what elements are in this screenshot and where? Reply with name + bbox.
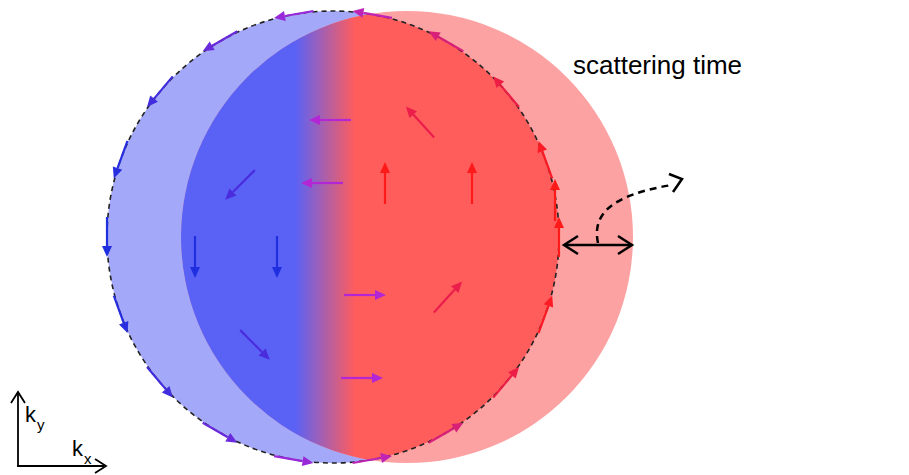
axis-label: k xyxy=(72,438,83,460)
axis-subscript: y xyxy=(37,417,45,432)
spin-arrow xyxy=(320,119,351,121)
spin-arrowhead xyxy=(493,76,504,88)
overlap-region xyxy=(181,11,633,463)
spin-arrowhead xyxy=(467,162,477,173)
spin-arrowhead xyxy=(380,453,392,463)
spin-arrow xyxy=(341,377,372,379)
spin-arrowhead xyxy=(309,115,320,125)
spin-arrow xyxy=(285,11,314,16)
spin-arrow xyxy=(363,13,392,18)
spin-arrowhead xyxy=(406,106,417,118)
spin-arrowhead xyxy=(429,31,441,41)
spin-arrowhead xyxy=(508,367,519,379)
leader-arrow xyxy=(597,174,682,243)
spin-arrow xyxy=(542,151,552,178)
spin-arrow xyxy=(344,294,375,296)
spin-arrow xyxy=(274,456,303,461)
spin-arrowhead xyxy=(147,95,158,107)
spin-arrowhead xyxy=(190,267,200,278)
spin-arrowhead xyxy=(203,41,215,51)
spin-arrowhead xyxy=(102,246,112,257)
spin-arrowhead xyxy=(259,349,270,360)
spin-arrow xyxy=(106,217,108,246)
spin-arrow xyxy=(558,228,560,257)
spin-arrowhead xyxy=(225,189,236,200)
k-axes xyxy=(11,392,106,473)
spin-texture xyxy=(102,8,564,466)
spin-arrow xyxy=(493,375,512,397)
spin-arrow xyxy=(539,306,549,333)
spin-arrowhead xyxy=(119,321,128,333)
spin-arrowhead xyxy=(301,178,312,188)
spin-arrowhead xyxy=(451,281,462,293)
spin-arrowhead xyxy=(538,141,547,153)
spin-arrowhead xyxy=(544,296,553,308)
spin-arrowhead xyxy=(550,179,560,190)
spin-arrow xyxy=(438,37,463,52)
spin-arrowhead xyxy=(225,433,237,443)
spin-arrow xyxy=(276,236,278,267)
spin-arrowhead xyxy=(113,166,122,178)
spin-arrow xyxy=(203,423,228,438)
spin-arrow xyxy=(147,367,166,389)
spin-arrow xyxy=(384,173,386,204)
spin-arrowhead xyxy=(375,290,386,300)
axis-label: k xyxy=(25,404,36,426)
spin-arrow xyxy=(154,76,173,98)
annotation-label: scattering time xyxy=(573,52,742,78)
spin-arrow xyxy=(233,170,255,192)
axis-subscript: x xyxy=(84,451,92,466)
spin-arrowhead xyxy=(274,11,286,21)
spin-arrow xyxy=(413,115,434,138)
spin-arrow xyxy=(429,428,454,443)
spin-arrow xyxy=(114,296,124,323)
spin-arrowhead xyxy=(272,267,282,278)
spin-arrow xyxy=(240,330,262,352)
spin-arrow xyxy=(118,141,128,168)
spin-arrowhead xyxy=(380,162,390,173)
spin-arrow xyxy=(434,290,455,313)
shifted-fermi-disk-red xyxy=(181,11,633,463)
spin-arrow xyxy=(554,190,556,221)
spin-arrow xyxy=(312,182,343,184)
spin-arrowhead xyxy=(451,423,463,433)
spin-arrow xyxy=(500,85,519,107)
spin-arrowhead xyxy=(353,8,365,18)
spin-arrow xyxy=(353,458,382,463)
spin-arrowhead xyxy=(302,456,314,466)
spin-arrowhead xyxy=(162,386,173,398)
equilibrium-fermi-circle xyxy=(107,11,559,463)
spin-arrow xyxy=(471,173,473,204)
spin-arrow xyxy=(194,236,196,267)
spin-arrowhead xyxy=(372,373,383,383)
spin-arrow xyxy=(212,31,237,46)
